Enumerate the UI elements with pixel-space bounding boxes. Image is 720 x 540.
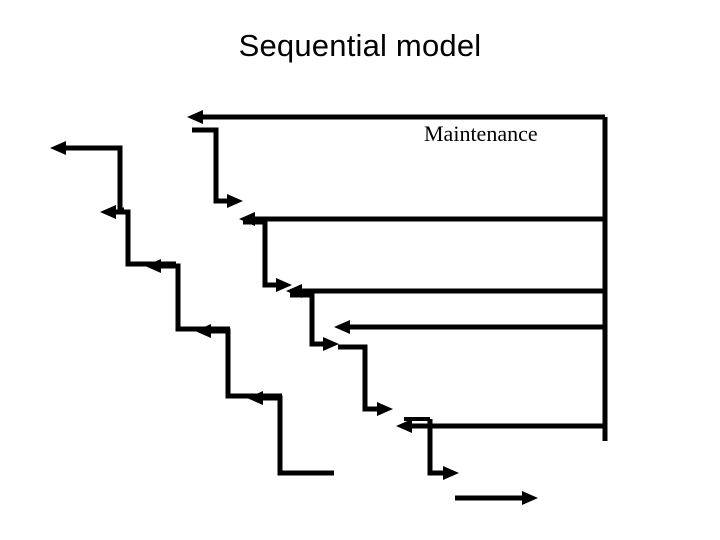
box-outline-3 <box>290 292 328 347</box>
phase-step-4 <box>334 320 605 416</box>
left-step-5 <box>247 391 334 476</box>
left-step-3 <box>145 259 230 332</box>
arrow-left-icon <box>50 141 66 155</box>
arrow-left-icon <box>396 419 412 433</box>
box-outline-4 <box>338 344 382 412</box>
left-staircase <box>50 141 334 476</box>
arrow-right-icon <box>522 491 538 505</box>
arrow-left-icon <box>145 259 161 273</box>
arrow-left-icon <box>334 320 350 334</box>
phase-step-1 <box>187 110 605 208</box>
left-step-2 <box>100 205 176 267</box>
arrow-left-icon <box>187 110 203 124</box>
arrow-left-icon <box>195 324 211 338</box>
arrow-right-icon <box>276 278 292 292</box>
arrow-left-icon <box>100 205 116 219</box>
left-step-4 <box>195 324 282 399</box>
phase-step-2 <box>239 212 605 292</box>
box-outline-2 <box>243 219 281 288</box>
maintenance-phase-label: Maintenance <box>424 121 538 146</box>
arrow-left-icon <box>247 391 263 405</box>
phase-step-3 <box>286 284 605 351</box>
phase-step-5 <box>396 417 605 480</box>
final-output-arrow <box>455 491 538 505</box>
arrow-right-icon <box>323 337 339 351</box>
arrow-right-icon <box>227 194 243 208</box>
arrow-right-icon <box>443 466 459 480</box>
arrow-right-icon <box>377 402 393 416</box>
left-step-1 <box>50 141 124 213</box>
box-outline-1 <box>192 127 232 204</box>
box-outline-5 <box>427 419 448 476</box>
page-title: Sequential model <box>238 28 482 63</box>
